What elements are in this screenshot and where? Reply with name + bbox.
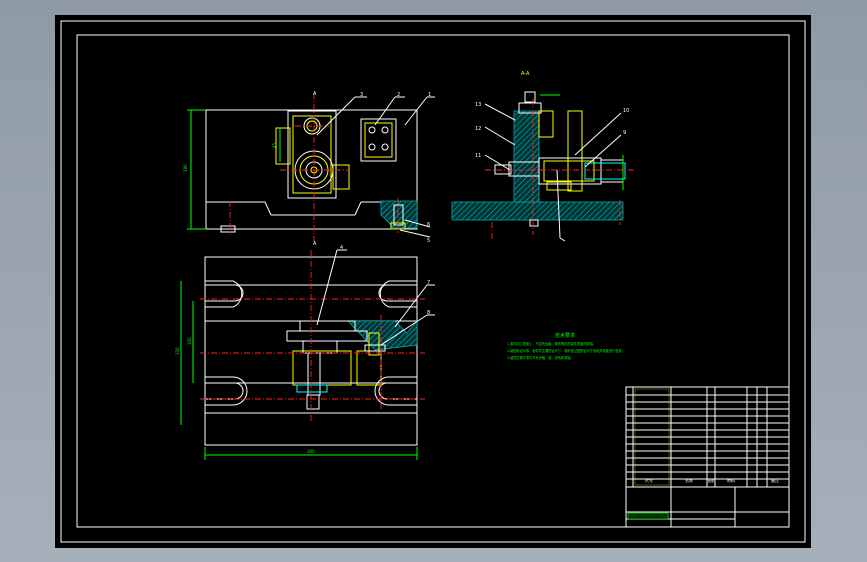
drawing-sheet: 180 45 3 2 1 6 5 A A — [55, 15, 811, 548]
dim-plan-outer: 150 — [175, 347, 180, 355]
plan-view: 300 150 100 4 7 8 — [175, 245, 435, 460]
balloon-front-6: 6 — [427, 222, 430, 228]
title-col-note: 备注 — [771, 477, 779, 483]
outer-border — [60, 20, 806, 543]
balloon-plan-7: 7 — [427, 280, 430, 286]
drawing-canvas: 180 45 3 2 1 6 5 A A — [60, 20, 806, 543]
title-col-code: 代号 — [645, 477, 653, 483]
cut-mark-a-top: A — [313, 91, 317, 97]
title-col-qty: 数量 — [708, 478, 714, 483]
dim-front-height: 180 — [183, 164, 188, 172]
title-col-name: 名称 — [685, 477, 693, 483]
section-view-aa: A-A — [451, 71, 635, 242]
balloon-front-3: 3 — [360, 92, 363, 98]
view-label-aa: A-A — [521, 71, 530, 77]
balloon-section-11: 11 — [475, 153, 481, 159]
tech-req-line-2: 2.装配前应对零、部件的主要配合尺寸，特别是过盈配合尺寸及相关精度进行复查。 — [507, 348, 625, 353]
technical-requirements: 技术要求 1.零件加工表面上，不应有划痕、擦伤等损伤零件表面的缺陷。 2.装配前… — [507, 332, 625, 360]
balloon-section-10: 10 — [623, 108, 629, 114]
balloon-front-5: 5 — [427, 238, 430, 244]
title-col-material: 材料 — [727, 477, 735, 483]
dim-front-inner: 45 — [272, 142, 277, 148]
balloon-section-9: 9 — [623, 130, 626, 136]
dim-plan-width: 300 — [307, 449, 315, 454]
balloon-front-2: 2 — [397, 92, 400, 98]
dim-plan-inner: 100 — [187, 337, 192, 345]
cut-mark-a-bottom: A — [313, 241, 317, 247]
balloon-plan-8: 8 — [427, 310, 430, 316]
front-view: 180 45 3 2 1 6 5 A A — [183, 91, 435, 247]
tech-req-line-1: 1.零件加工表面上，不应有划痕、擦伤等损伤零件表面的缺陷。 — [507, 341, 596, 346]
balloon-plan-4: 4 — [340, 245, 343, 251]
balloon-section-13: 13 — [475, 102, 481, 108]
tech-req-title: 技术要求 — [555, 332, 575, 339]
title-block: 代号 名称 数量 材料 备注 — [625, 386, 790, 528]
inner-border — [76, 34, 790, 528]
tech-req-line-3: 3.装配过程中零件不允许磕、碰、划伤和锈蚀。 — [507, 355, 574, 360]
balloon-front-1: 1 — [428, 92, 431, 98]
balloon-section-12: 12 — [475, 126, 481, 132]
